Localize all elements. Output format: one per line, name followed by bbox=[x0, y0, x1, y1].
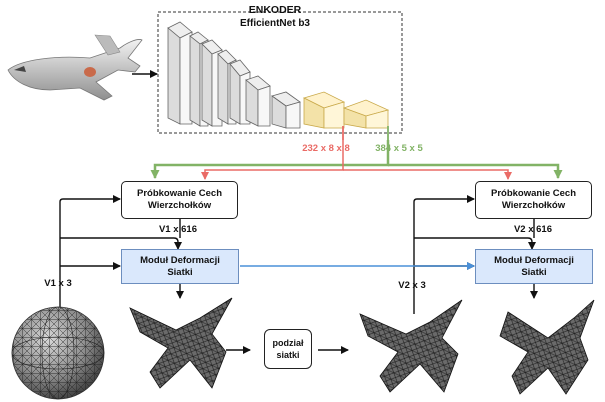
v1-to-sampling-left bbox=[59, 195, 121, 312]
green-branch-left bbox=[150, 140, 390, 179]
encoder-layer-9-green-features bbox=[342, 99, 390, 129]
v1-to-deform-left-top bbox=[60, 237, 182, 250]
v1x3-label: V1 x 3 bbox=[44, 278, 71, 289]
v2x616-label: V2 x 616 bbox=[514, 224, 552, 235]
encoder-layer-6 bbox=[245, 75, 271, 127]
deformed-mesh-3 bbox=[499, 299, 595, 395]
deformation-module-right: Moduł Deformacji Siatki bbox=[475, 249, 593, 284]
initial-sphere-mesh bbox=[11, 306, 105, 400]
v1x616-label: V1 x 616 bbox=[159, 224, 197, 235]
encoder-layer-8-red-features bbox=[302, 91, 346, 129]
green-feature-label: 384 x 5 x 5 bbox=[375, 143, 423, 154]
sampling-block-left: Próbkowanie Cech Wierzchołków bbox=[121, 181, 238, 219]
deformed-mesh-1 bbox=[129, 297, 233, 389]
deformation-module-left: Moduł Deformacji Siatki bbox=[121, 249, 239, 284]
sampling-block-right: Próbkowanie Cech Wierzchołków bbox=[475, 181, 592, 219]
red-branch-left bbox=[201, 140, 344, 180]
v2-to-deform-right-top bbox=[414, 237, 536, 250]
green-branch-right bbox=[388, 163, 563, 179]
deformed-mesh-2 bbox=[359, 299, 463, 393]
red-feature-label: 232 x 8 x 8 bbox=[302, 143, 350, 154]
encoder-layer-7 bbox=[271, 91, 301, 129]
encoder-layer-1 bbox=[167, 21, 193, 125]
encoder-title: ENKODER bbox=[249, 4, 302, 16]
encoder-box bbox=[157, 11, 403, 134]
airplane-input-image bbox=[7, 34, 143, 101]
v2x3-label: V2 x 3 bbox=[398, 280, 425, 291]
encoder-subtitle: EfficientNet b3 bbox=[240, 18, 310, 29]
v2-to-sampling-right bbox=[413, 195, 475, 314]
mesh-subdivision-block: podział siatki bbox=[264, 329, 312, 369]
encoder-layers bbox=[167, 21, 390, 129]
red-branch-right bbox=[343, 169, 512, 180]
